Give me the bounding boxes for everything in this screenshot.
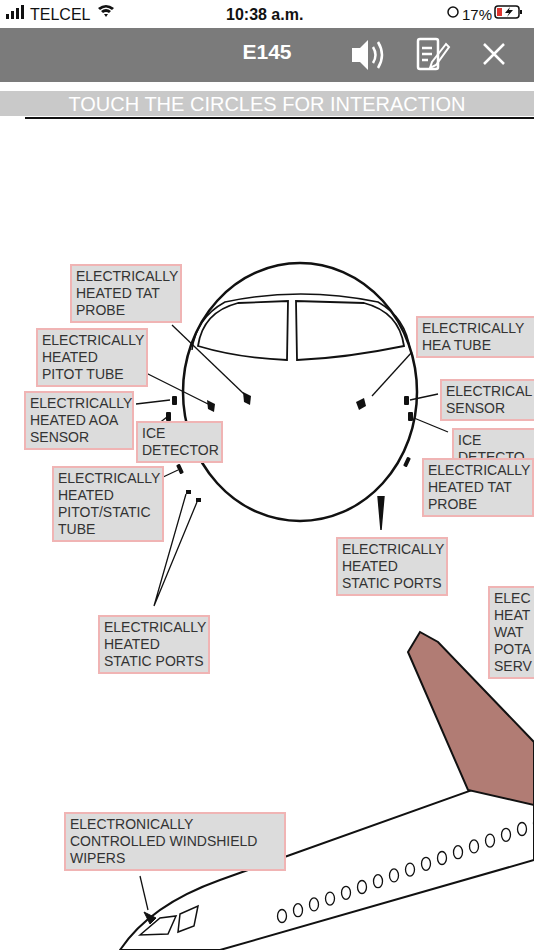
callout-box: ELECTRICAL SENSOR	[440, 379, 534, 421]
callout-box: ELECTRICALLY HEATED STATIC PORTS	[336, 537, 448, 596]
cabin-window	[406, 863, 415, 876]
banner-rule	[25, 117, 534, 119]
callout-box: ELECTRICALLY HEATED PITOT TUBE	[36, 328, 148, 387]
notes-icon	[418, 39, 449, 69]
cabin-window	[422, 857, 431, 870]
callout-box: ICE DETECTOR	[136, 421, 223, 463]
callout-text: ICE DETECTOR	[142, 425, 217, 459]
cabin-window	[390, 869, 399, 882]
callout-text: ELECTRICALLY HEATED PITOT/STATIC TUBE	[58, 470, 158, 538]
callout-text: ELECTRICAL SENSOR	[446, 383, 530, 417]
cabin-window	[294, 904, 303, 917]
callout-text: ELEC HEAT WAT POTA SERV	[494, 590, 530, 675]
front-view	[183, 263, 417, 530]
cabin-window	[326, 892, 335, 905]
cabin-window	[342, 886, 351, 899]
cabin-window	[470, 840, 479, 853]
callout-box: ELEC HEAT WAT POTA SERV	[488, 586, 534, 679]
cabin-window	[310, 898, 319, 911]
cabin-window	[278, 910, 287, 923]
callout-box: ELECTRICALLY HEA TUBE	[416, 316, 534, 358]
callout-box: ELECTRONICALLY CONTROLLED WINDSHIELD WIP…	[64, 812, 286, 871]
callout-text: ELECTRICALLY HEATED STATIC PORTS	[342, 541, 442, 592]
callout-text: ELECTRICALLY HEATED TAT PROBE	[76, 268, 176, 319]
battery-level: 17%	[462, 5, 492, 24]
close-icon	[484, 44, 504, 64]
cabin-window	[518, 823, 527, 836]
cabin-windows	[278, 817, 534, 923]
callout-box: ELECTRICALLY HEATED TAT PROBE	[422, 458, 534, 517]
callout-text: ELECTRICALLY HEATED PITOT TUBE	[42, 332, 142, 383]
callout-text: ELECTRICALLY HEATED STATIC PORTS	[104, 619, 204, 670]
cabin-window	[502, 828, 511, 841]
cabin-window	[454, 846, 463, 859]
callout-text: ELECTRICALLY HEATED TAT PROBE	[428, 462, 528, 513]
banner-text: TOUCH THE CIRCLES FOR INTERACTION	[0, 92, 534, 116]
cabin-window	[486, 834, 495, 847]
callout-box: ELECTRICALLY HEATED TAT PROBE	[70, 264, 182, 323]
callout-text: ELECTRICALLY HEA TUBE	[422, 320, 530, 354]
speaker-icon	[352, 40, 382, 70]
side-view	[120, 632, 534, 950]
callout-text: ELECTRICALLY HEATED AOA SENSOR	[30, 395, 128, 446]
carrier-name: TELCEL	[30, 5, 90, 25]
screen-title: E145	[0, 40, 534, 64]
cabin-window	[358, 881, 367, 894]
cabin-window	[438, 852, 447, 865]
clock-time: 10:38 a.m.	[226, 5, 303, 25]
callout-box: ELECTRICALLY HEATED STATIC PORTS	[98, 615, 210, 674]
callout-box: ELECTRICALLY HEATED AOA SENSOR	[24, 391, 134, 450]
callout-box: ELECTRICALLY HEATED PITOT/STATIC TUBE	[52, 466, 164, 542]
header-bar	[0, 28, 534, 82]
banner	[0, 91, 534, 116]
callout-text: ELECTRONICALLY CONTROLLED WINDSHIELD WIP…	[70, 816, 280, 867]
cabin-window	[374, 875, 383, 888]
